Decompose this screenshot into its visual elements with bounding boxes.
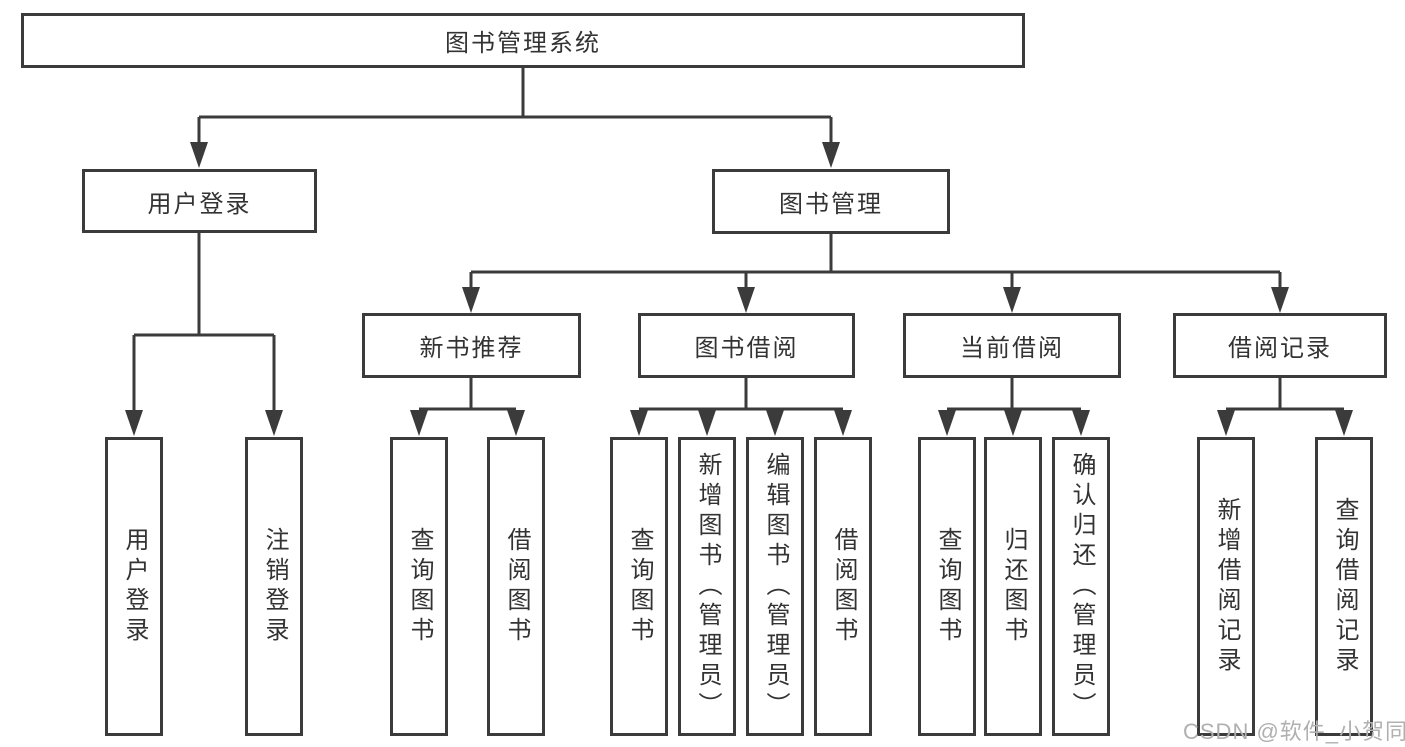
node-borrow-records: 借阅记录	[1173, 313, 1387, 378]
node-book-borrow: 图书借阅	[638, 313, 855, 378]
leaf-user-login: 用户登录	[105, 437, 163, 736]
csdn-watermark: CSDN @软件_小贺同学	[1183, 719, 1405, 744]
leaf-logout-label: 注销登录	[261, 526, 288, 647]
node-new-book-recommend: 新书推荐	[362, 313, 581, 378]
leaf-logout: 注销登录	[245, 437, 303, 736]
leaf-user-login-label: 用户登录	[121, 526, 148, 647]
leaf-query-books-2-label: 查询图书	[626, 526, 653, 647]
leaf-add-books-admin: 新增图书（管理员）	[678, 437, 736, 736]
leaf-query-books-1: 查询图书	[390, 437, 448, 736]
leaf-add-borrow-record: 新增借阅记录	[1197, 437, 1255, 736]
leaf-edit-books-admin-label: 编辑图书（管理员）	[762, 451, 789, 722]
leaf-borrow-books-1-label: 借阅图书	[503, 526, 530, 647]
leaf-confirm-return-admin: 确认归还（管理员）	[1052, 437, 1110, 736]
leaf-query-books-3: 查询图书	[918, 437, 976, 736]
leaf-return-books-label: 归还图书	[1000, 526, 1027, 647]
leaf-borrow-books-2: 借阅图书	[814, 437, 872, 736]
leaf-return-books: 归还图书	[984, 437, 1042, 736]
node-user-login: 用户登录	[82, 169, 317, 233]
leaf-query-books-2: 查询图书	[610, 437, 668, 736]
leaf-confirm-return-admin-label: 确认归还（管理员）	[1068, 451, 1095, 722]
leaf-add-books-admin-label: 新增图书（管理员）	[694, 451, 721, 722]
leaf-query-books-1-label: 查询图书	[406, 526, 433, 647]
leaf-query-books-3-label: 查询图书	[934, 526, 961, 647]
node-current-borrow: 当前借阅	[903, 313, 1121, 378]
leaf-add-borrow-record-label: 新增借阅记录	[1213, 496, 1240, 677]
leaf-borrow-books-1: 借阅图书	[487, 437, 545, 736]
node-root: 图书管理系统	[21, 13, 1025, 68]
leaf-borrow-books-2-label: 借阅图书	[830, 526, 857, 647]
leaf-edit-books-admin: 编辑图书（管理员）	[746, 437, 804, 736]
leaf-query-borrow-record-label: 查询借阅记录	[1331, 496, 1358, 677]
node-book-management: 图书管理	[712, 169, 950, 234]
leaf-query-borrow-record: 查询借阅记录	[1315, 437, 1373, 736]
